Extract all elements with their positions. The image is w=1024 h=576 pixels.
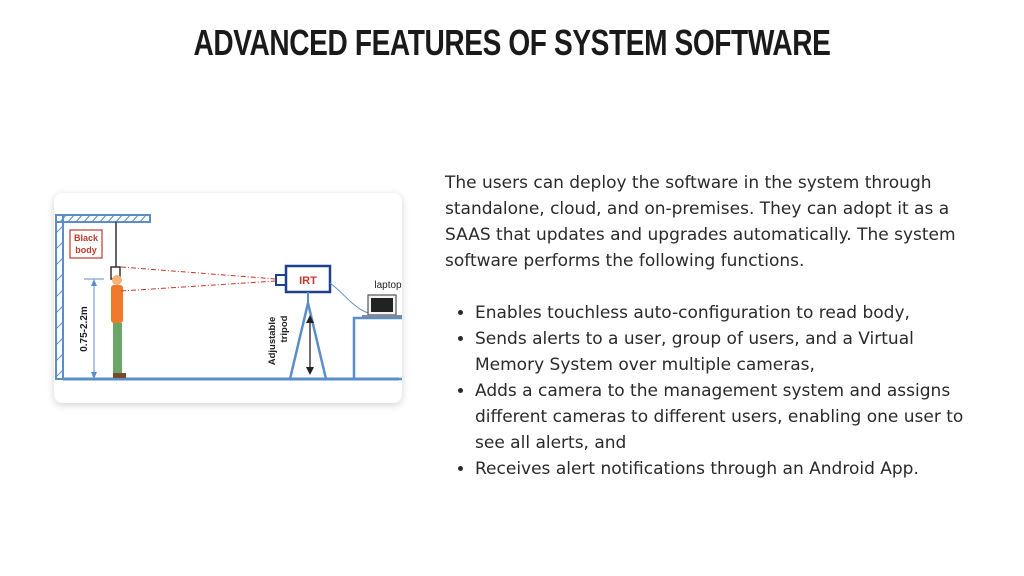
- black-body-label-box: [69, 229, 103, 259]
- person-head: [112, 275, 122, 285]
- height-arrow-down: [91, 372, 97, 379]
- ir-beam-upper: [120, 266, 277, 280]
- tripod-arrow-up: [306, 315, 314, 323]
- irt-lens: [275, 274, 287, 286]
- person-pants: [113, 323, 122, 373]
- tripod-leg-left: [288, 302, 310, 380]
- black-body-label-line1: Black: [74, 233, 99, 243]
- feature-item-android-notifications: Receives alert notifications through an …: [475, 456, 965, 482]
- feature-item-alerts: Sends alerts to a user, group of users, …: [475, 326, 965, 378]
- tripod-label-line2: tripod: [279, 315, 290, 342]
- tripod-arrow-down: [306, 367, 314, 375]
- desk: [352, 316, 402, 381]
- tripod-label-line1: Adjustable: [267, 317, 278, 366]
- laptop-screen-inner: [371, 298, 393, 312]
- diagram-canvas: Black body 0.75-2.2m IRT Adjustable trip…: [55, 214, 402, 381]
- feature-list: Enables touchless auto-configuration to …: [445, 300, 965, 482]
- ceiling-hatch: [59, 214, 147, 223]
- thermal-setup-diagram: Black body 0.75-2.2m IRT Adjustable trip…: [54, 193, 402, 403]
- wall-hatch: [55, 225, 64, 378]
- person-shoes: [113, 373, 126, 378]
- height-arrow-up: [91, 279, 97, 286]
- irt-label: IRT: [299, 275, 317, 287]
- tripod-leg-right: [306, 302, 328, 380]
- feature-item-touchless: Enables touchless auto-configuration to …: [475, 300, 965, 326]
- laptop-base: [362, 315, 402, 318]
- black-body-label-line2: body: [75, 245, 97, 255]
- description-block: The users can deploy the software in the…: [445, 170, 965, 482]
- height-label: 0.75-2.2m: [79, 306, 90, 352]
- intro-paragraph: The users can deploy the software in the…: [445, 173, 956, 271]
- slide-title: Advanced Features of System Software: [193, 22, 831, 63]
- feature-item-camera-management: Adds a camera to the management system a…: [475, 378, 965, 456]
- ir-beam-lower: [120, 280, 277, 292]
- laptop-label: laptop: [374, 280, 402, 291]
- person-shirt: [111, 285, 123, 323]
